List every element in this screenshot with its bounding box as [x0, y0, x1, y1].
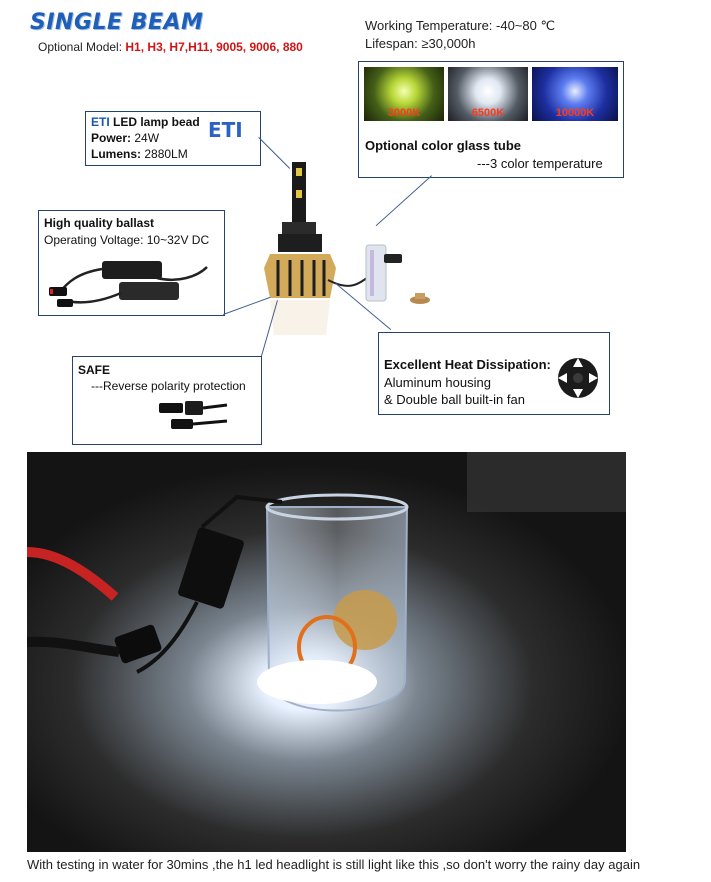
heat-line1: Aluminum housing: [384, 375, 491, 390]
ballast-image: [49, 261, 208, 307]
safe-title: SAFE: [78, 363, 111, 377]
optional-model-values: H1, H3, H7,H11, 9005, 9006, 880: [125, 40, 303, 54]
swatch-6500k: 6500K: [448, 67, 528, 121]
swatch-3000k: 3000K: [364, 67, 444, 121]
eti-logo: ETI: [208, 118, 243, 142]
lamp-bead-lumens: Lumens: 2880LM: [91, 147, 188, 161]
fan-icon: [558, 358, 598, 398]
heat-title: Excellent Heat Dissipation:: [384, 357, 551, 372]
lamp-bead-box: ETI LED lamp bead Power: 24W Lumens: 288…: [85, 111, 261, 166]
specs-block: Working Temperature: -40~80 ℃ Lifespan: …: [365, 17, 555, 53]
color-tube-box: 3000K 6500K 10000K Optional color glass …: [358, 61, 624, 178]
lifespan: Lifespan: ≥30,000h: [365, 36, 476, 51]
photo-caption: With testing in water for 30mins ,the h1…: [27, 857, 641, 872]
color-tube-title: Optional color glass tube: [365, 138, 522, 153]
water-test-photo: [27, 452, 626, 852]
heat-line2: & Double ball built-in fan: [384, 392, 525, 407]
connector-image: [159, 401, 228, 429]
color-tube-subtitle: ---3 color temperature: [477, 156, 603, 171]
safe-box: SAFE ---Reverse polarity protection: [72, 356, 262, 445]
led-lamp-image: [264, 162, 430, 335]
lamp-bead-power: Power: 24W: [91, 131, 160, 145]
optional-model: Optional Model: H1, H3, H7,H11, 9005, 90…: [38, 40, 303, 54]
swatch-10000k: 10000K: [532, 67, 618, 121]
ballast-box: High quality ballast Operating Voltage: …: [38, 210, 225, 316]
heat-box: Excellent Heat Dissipation: Aluminum hou…: [378, 332, 610, 415]
safe-desc: ---Reverse polarity protection: [91, 379, 246, 393]
ballast-title: High quality ballast: [44, 216, 155, 230]
working-temperature: Working Temperature: -40~80 ℃: [365, 18, 556, 33]
page-title: SINGLE BEAM: [30, 10, 204, 35]
optional-model-label: Optional Model:: [38, 40, 126, 54]
ballast-voltage: Operating Voltage: 10~32V DC: [44, 233, 210, 247]
lamp-bead-title: ETI LED lamp bead: [91, 115, 200, 129]
